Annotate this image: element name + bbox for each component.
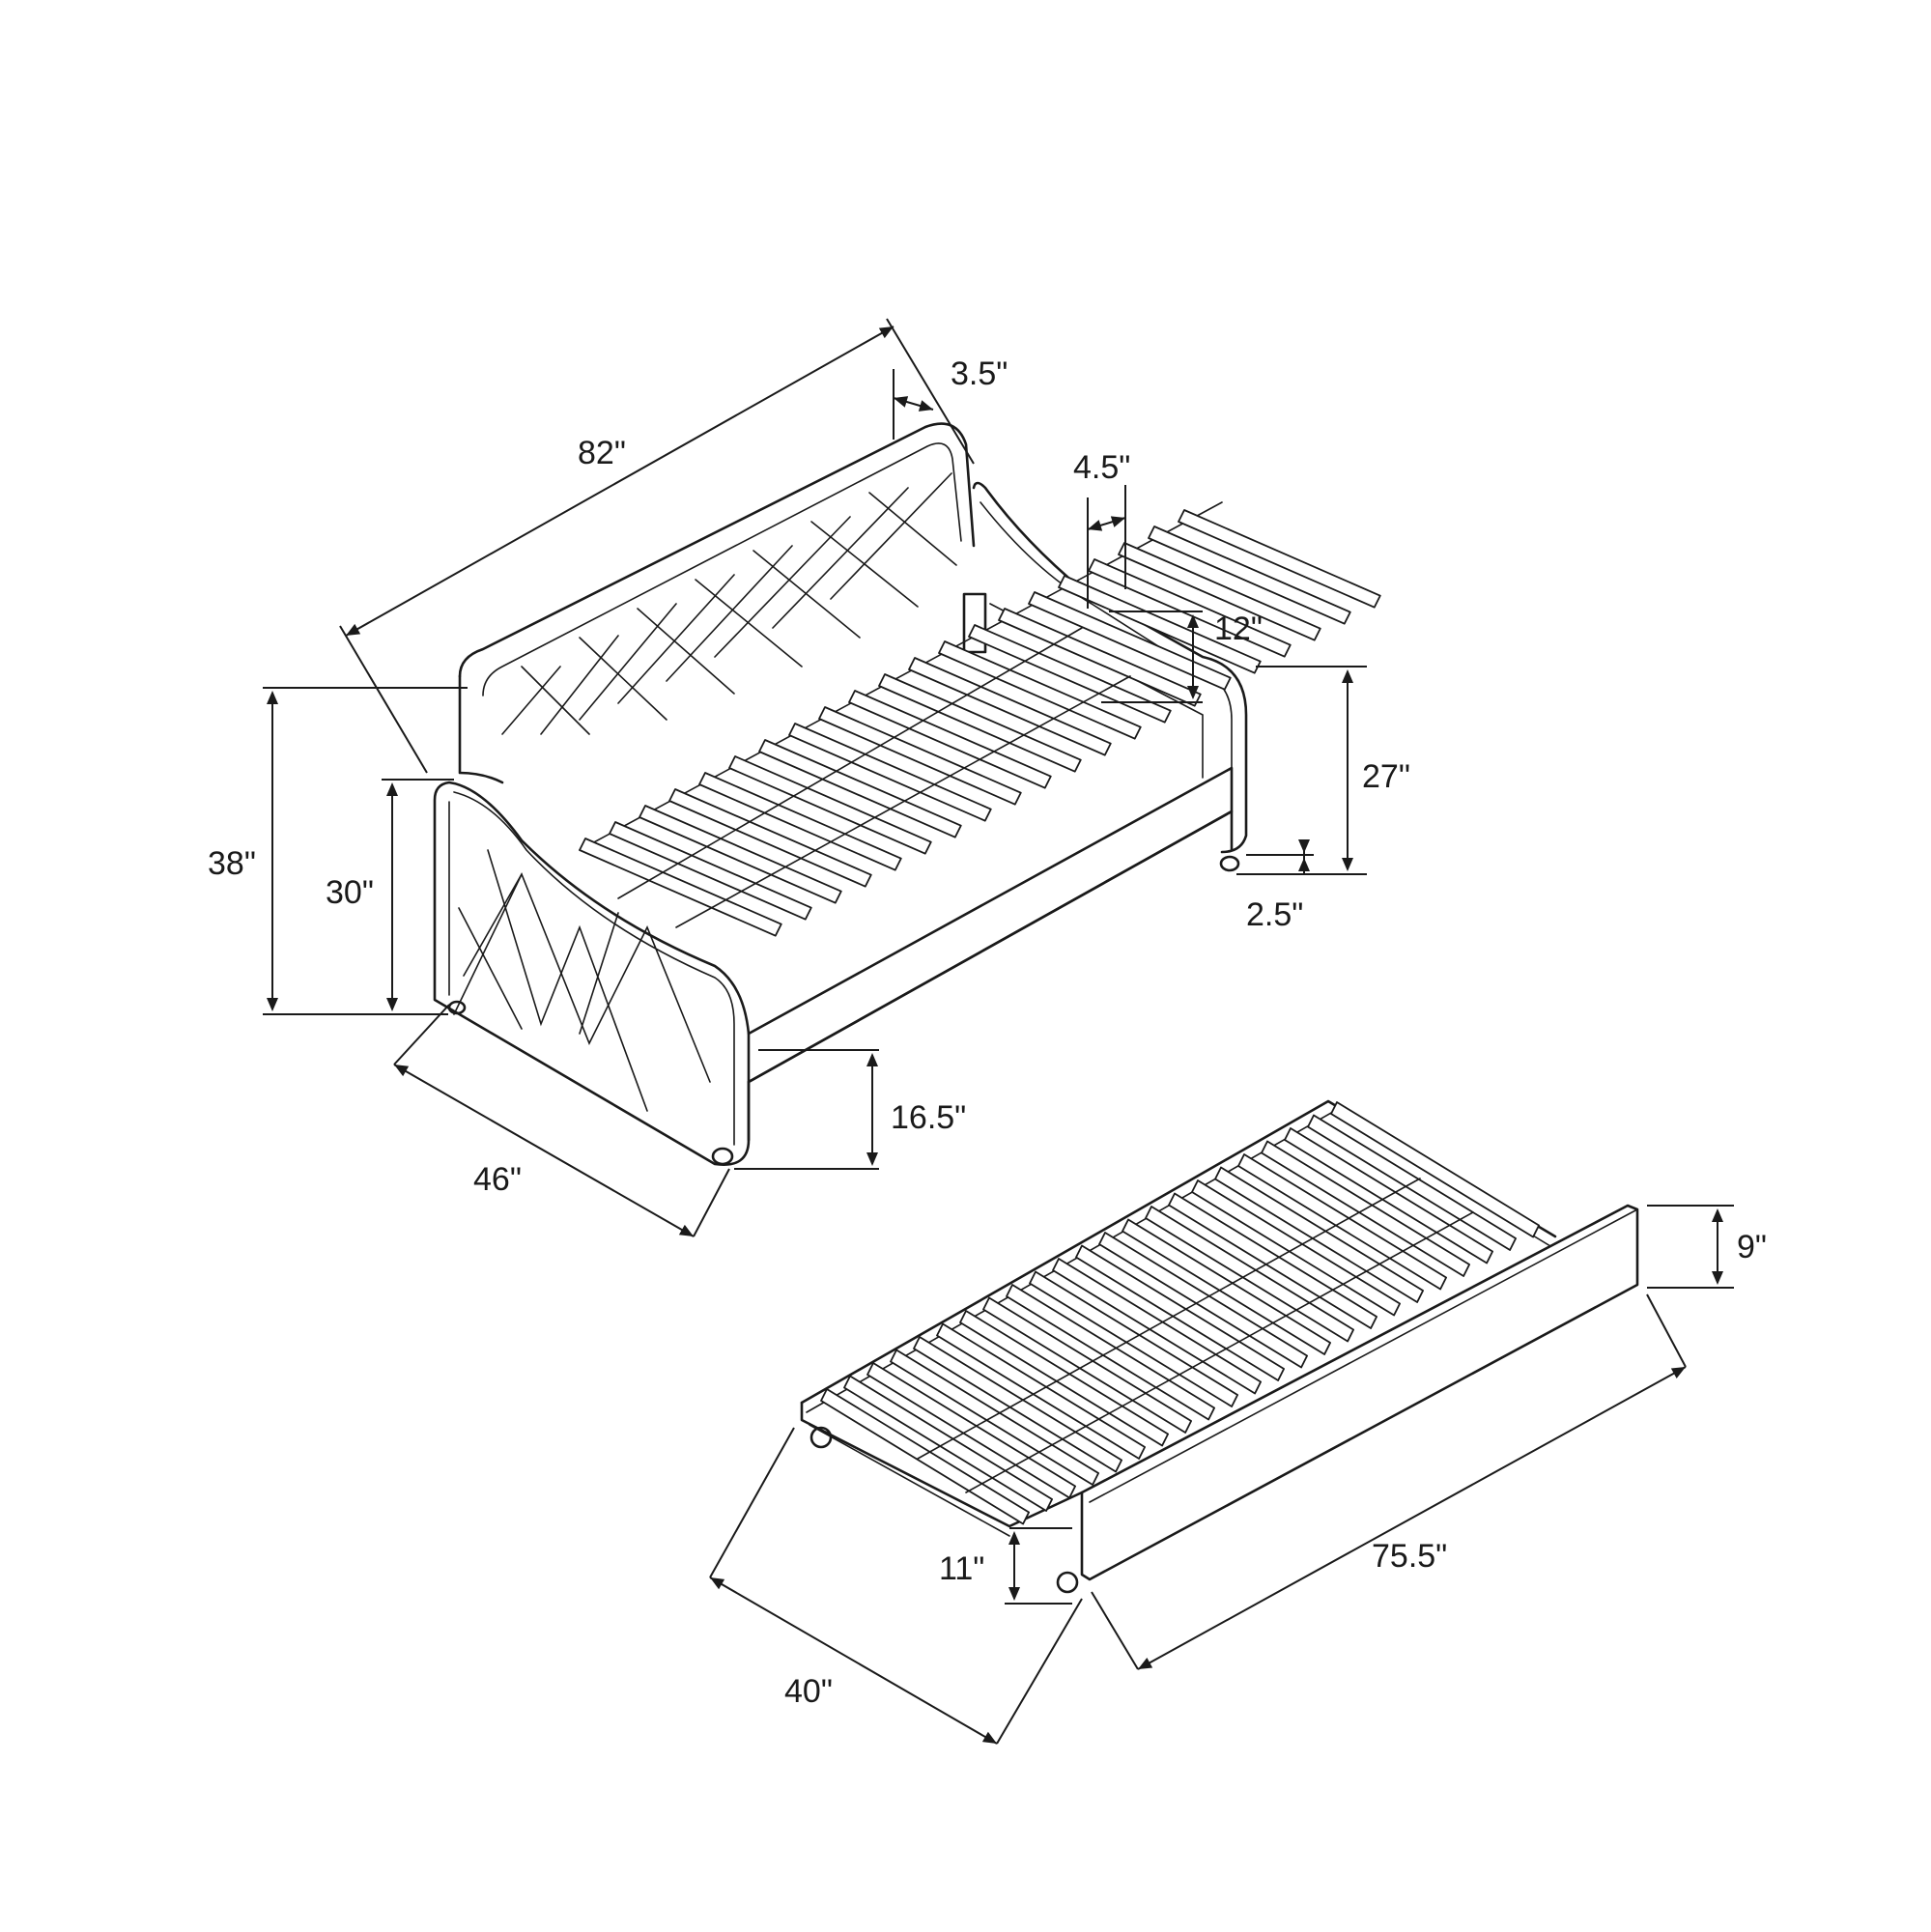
trundle-slat bbox=[1330, 1101, 1540, 1238]
daybed-slat bbox=[1178, 509, 1381, 609]
back-tufting bbox=[501, 472, 957, 735]
daybed-slat bbox=[1028, 591, 1232, 691]
arrowhead bbox=[1008, 1587, 1020, 1601]
daybed-back-panel bbox=[458, 422, 976, 678]
trundle-caster bbox=[1056, 1571, 1079, 1594]
label-4-5: 4.5" bbox=[1073, 449, 1130, 486]
trundle-slat bbox=[890, 1349, 1099, 1486]
arrowhead bbox=[1670, 1367, 1686, 1379]
dimension-arrowheads bbox=[267, 327, 1723, 1744]
trundle-slat bbox=[1006, 1284, 1215, 1421]
daybed-leg bbox=[447, 1000, 467, 1015]
trundle-slat bbox=[843, 1375, 1053, 1512]
arrowhead bbox=[866, 1053, 878, 1066]
label-46: 46" bbox=[473, 1161, 522, 1198]
daybed-leg bbox=[711, 1147, 734, 1166]
daybed-leg bbox=[1219, 855, 1240, 872]
label-27: 27" bbox=[1362, 758, 1410, 795]
arrowhead bbox=[1088, 520, 1103, 531]
trundle-slats bbox=[820, 1101, 1540, 1525]
dimension-lines bbox=[263, 318, 1734, 1745]
arrowhead bbox=[894, 396, 909, 408]
daybed-side-rail bbox=[747, 766, 1234, 1084]
trundle-slat bbox=[820, 1388, 1030, 1525]
arrowhead bbox=[918, 400, 933, 412]
arrowhead bbox=[1187, 614, 1199, 628]
arrowhead bbox=[1187, 686, 1199, 699]
arrowhead bbox=[1712, 1271, 1723, 1285]
arrowhead bbox=[267, 998, 278, 1011]
daybed-slat bbox=[1058, 575, 1262, 674]
trundle-side-panel bbox=[1080, 1204, 1639, 1581]
arrowhead bbox=[678, 1224, 694, 1236]
arrowhead bbox=[1298, 858, 1310, 871]
daybed-slat bbox=[668, 788, 872, 888]
label-9: 9" bbox=[1737, 1229, 1767, 1265]
trundle-slat bbox=[959, 1310, 1169, 1447]
label-16-5: 16.5" bbox=[891, 1099, 966, 1136]
arrowhead bbox=[878, 327, 894, 339]
front-arm-tufting bbox=[453, 849, 711, 1112]
trundle-slat bbox=[1029, 1270, 1238, 1407]
trundle-slat bbox=[913, 1336, 1122, 1473]
dimension-labels: 82" 3.5" 4.5" 12" 27" 2.5" 38" 30" 46" 1… bbox=[208, 355, 1767, 1710]
arrowhead bbox=[866, 1152, 878, 1166]
daybed-slat bbox=[579, 838, 782, 937]
arrowhead bbox=[394, 1065, 410, 1077]
daybed-back-inner bbox=[482, 442, 962, 696]
label-12: 12" bbox=[1214, 611, 1263, 647]
arrowhead bbox=[1342, 858, 1353, 871]
arrowhead bbox=[1298, 839, 1310, 853]
daybed-slat bbox=[1088, 558, 1292, 658]
trundle-slat bbox=[936, 1322, 1146, 1460]
label-30: 30" bbox=[326, 874, 374, 911]
trundle-slat bbox=[866, 1362, 1076, 1499]
label-82: 82" bbox=[578, 435, 626, 471]
trundle-caster bbox=[809, 1426, 833, 1449]
trundle-slat bbox=[982, 1296, 1192, 1434]
label-11: 11" bbox=[939, 1550, 984, 1587]
daybed-slat bbox=[1118, 542, 1321, 641]
daybed-illustration bbox=[433, 422, 1381, 1167]
arrowhead bbox=[1342, 669, 1353, 683]
label-2-5: 2.5" bbox=[1246, 896, 1303, 933]
daybed-corner-bracket bbox=[962, 592, 987, 654]
arrowhead bbox=[1712, 1208, 1723, 1222]
daybed-slat bbox=[1148, 526, 1351, 625]
arrowhead bbox=[267, 691, 278, 704]
label-40: 40" bbox=[784, 1673, 833, 1710]
arrowhead bbox=[1138, 1657, 1153, 1669]
arrowhead bbox=[710, 1577, 725, 1590]
arrowhead bbox=[386, 782, 398, 796]
arrowhead bbox=[386, 998, 398, 1011]
arrowhead bbox=[981, 1731, 997, 1744]
arrowhead bbox=[346, 623, 361, 636]
arrowhead bbox=[1008, 1531, 1020, 1545]
label-3-5: 3.5" bbox=[951, 355, 1008, 392]
label-75-5: 75.5" bbox=[1372, 1538, 1447, 1575]
trundle-illustration bbox=[800, 1099, 1639, 1594]
label-38: 38" bbox=[208, 845, 256, 882]
daybed-slat bbox=[609, 821, 812, 921]
daybed-slats bbox=[579, 509, 1381, 937]
daybed-slat bbox=[639, 805, 842, 904]
arrowhead bbox=[1110, 516, 1125, 527]
